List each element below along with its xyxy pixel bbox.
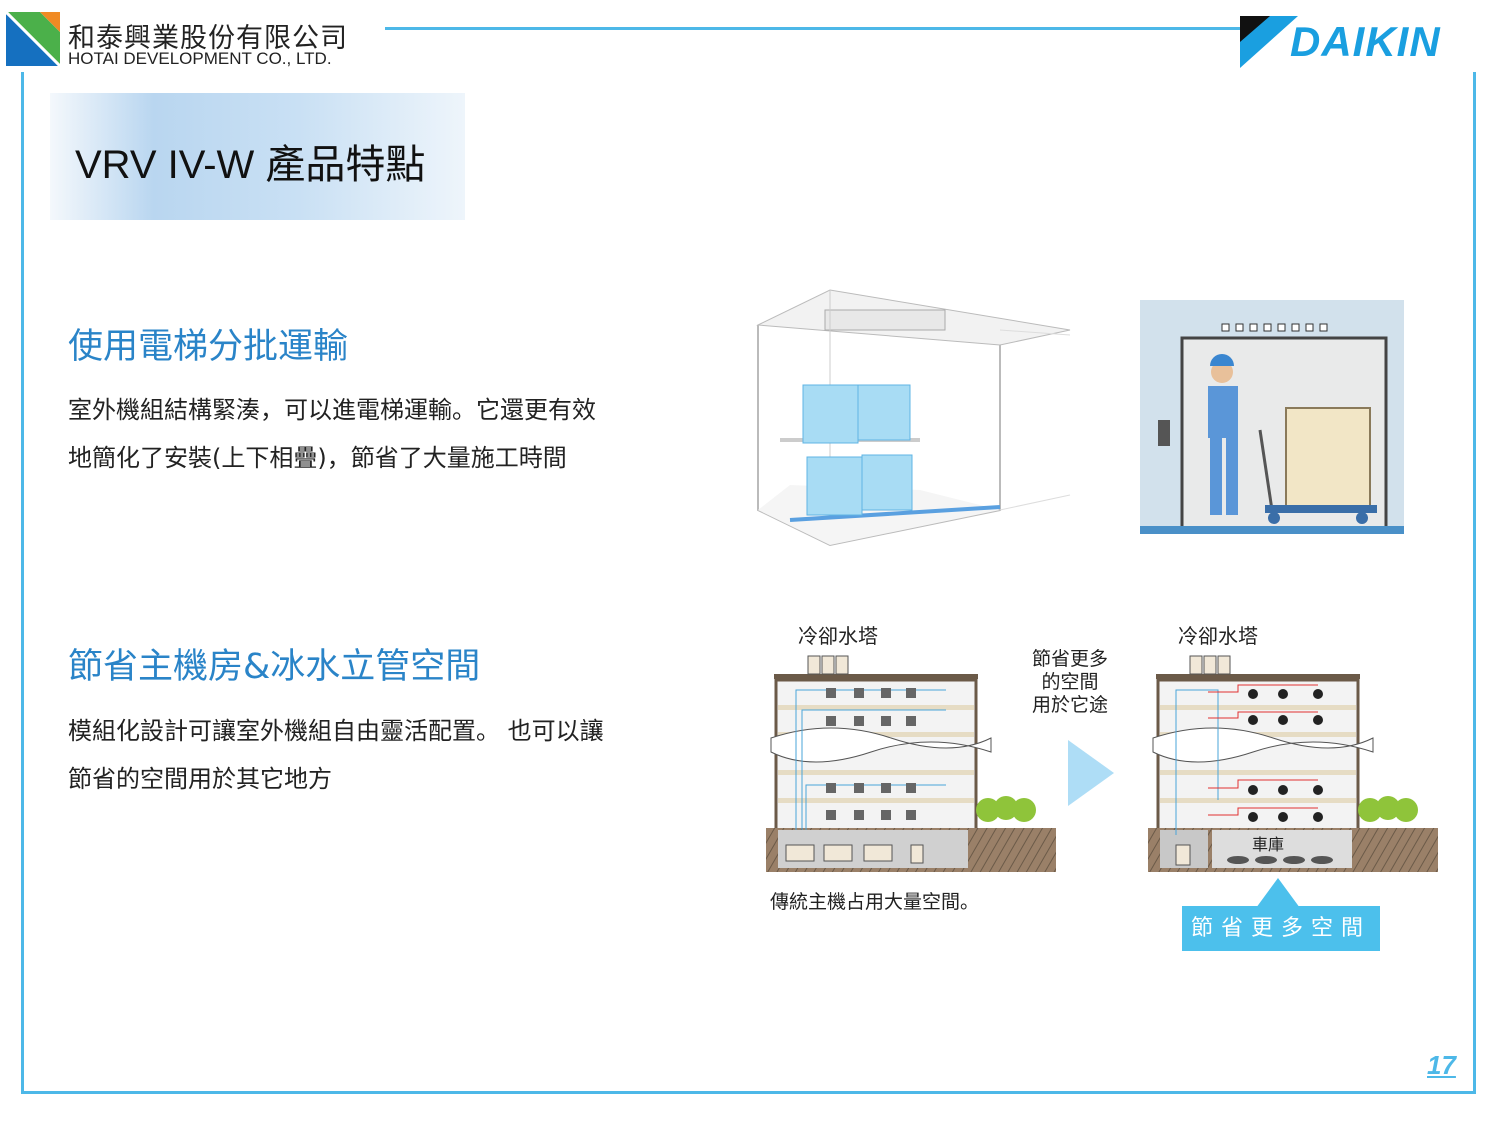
daikin-logo-icon [1240,16,1298,68]
callout-pointer-icon [1256,878,1300,908]
elevator-cutaway-illustration [756,289,1071,547]
traditional-caption: 傳統主機占用大量空間。 [770,891,980,913]
cooling-tower-label-right: 冷卻水塔 [1178,624,1258,648]
garage-label: 車庫 [1252,835,1285,854]
save-space-note: 節省更多 的空間 用於它途 [1025,648,1115,717]
save-space-badge: 節省更多空間 [1182,906,1380,951]
arrow-right-icon [1068,740,1114,806]
note-line: 節省更多 [1031,648,1108,670]
brand-logo-text: DAIKIN [1290,18,1441,65]
elevator-worker-illustration [1140,300,1404,534]
vrv-building-illustration [1148,655,1438,872]
section-heading-elevator: 使用電梯分批運輸 [68,327,349,367]
section-body-space: 模組化設計可讓室外機組自由靈活配置。 也可以讓 節省的空間用於其它地方 [68,707,604,803]
company-logo-icon [6,12,60,66]
title-banner [50,93,465,220]
page-number: 17 [1427,1050,1456,1080]
section-body-elevator: 室外機組結構緊湊，可以進電梯運輸。它還更有效 地簡化了安裝(上下相疊)，節省了大… [68,386,596,482]
body-line: 節省的空間用於其它地方 [68,765,332,793]
slide-frame [21,72,1476,1094]
company-name-en: HOTAI DEVELOPMENT CO., LTD. [68,49,332,68]
page-title: VRV IV-W 產品特點 [75,143,426,187]
body-line: 模組化設計可讓室外機組自由靈活配置。 也可以讓 [68,717,604,745]
note-line: 用於它途 [1031,694,1108,716]
company-name-cn: 和泰興業股份有限公司 [68,23,348,54]
traditional-building-illustration [766,655,1056,872]
note-line: 的空間 [1041,671,1099,693]
section-heading-space: 節省主機房&冰水立管空間 [68,647,481,687]
header-divider [385,27,1240,30]
body-line: 地簡化了安裝(上下相疊)，節省了大量施工時間 [68,444,567,472]
body-line: 室外機組結構緊湊，可以進電梯運輸。它還更有效 [68,396,596,424]
cooling-tower-label-left: 冷卻水塔 [798,624,878,648]
